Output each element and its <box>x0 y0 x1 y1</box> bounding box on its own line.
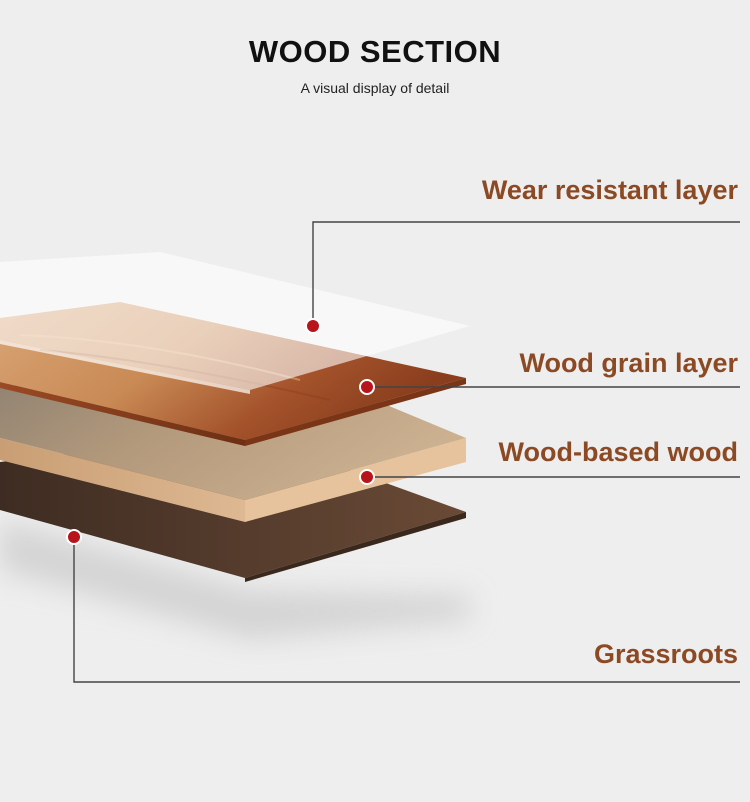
label-grassroots: Grassroots <box>593 639 738 669</box>
floor-shadow <box>0 520 470 640</box>
label-wood-based-wood: Wood-based wood <box>498 437 738 467</box>
marker-grain <box>359 379 375 395</box>
markers <box>66 318 375 545</box>
leader-line-base <box>73 537 740 683</box>
page-title: WOOD SECTION <box>248 34 502 69</box>
marker-wear <box>305 318 321 334</box>
label-wear-resistant-layer: Wear resistant layer <box>481 175 738 205</box>
marker-board <box>359 469 375 485</box>
leader-line-wear <box>312 221 740 326</box>
leader-lines <box>73 221 740 683</box>
label-wood-grain-layer: Wood grain layer <box>519 348 738 378</box>
marker-base <box>66 529 82 545</box>
page-subtitle: A visual display of detail <box>300 80 450 96</box>
wear-resistant-layer <box>0 252 470 394</box>
